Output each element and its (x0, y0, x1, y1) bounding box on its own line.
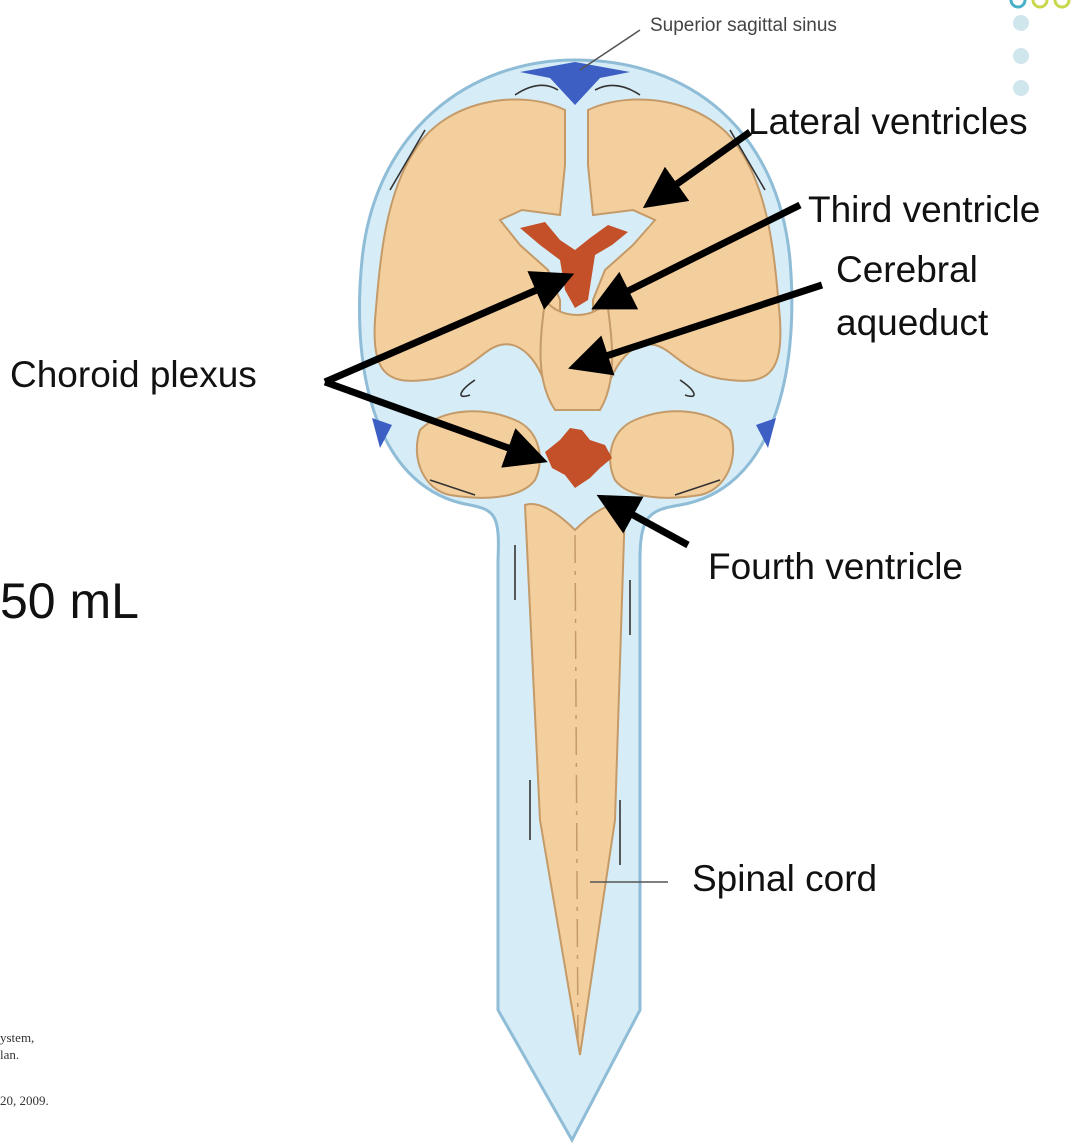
citation-line-1: ystem, (0, 1030, 34, 1046)
right-cerebellum (610, 411, 733, 497)
fourth-ventricle-label: Fourth ventricle (708, 547, 963, 588)
decorative-dots (1008, 0, 1089, 100)
citation-line-3: 20, 2009. (0, 1093, 49, 1109)
volume-text: 50 mL (0, 572, 139, 630)
superior-sagittal-sinus-label: Superior sagittal sinus (650, 15, 837, 37)
citation-line-2: lan. (0, 1047, 19, 1063)
third-ventricle-label: Third ventricle (808, 190, 1040, 231)
spinal-cord-label: Spinal cord (692, 859, 877, 900)
aqueduct-label: aqueduct (836, 303, 988, 344)
lateral-ventricles-label: Lateral ventricles (748, 102, 1028, 143)
cerebral-label: Cerebral (836, 250, 978, 291)
choroid-plexus-label: Choroid plexus (10, 355, 257, 396)
